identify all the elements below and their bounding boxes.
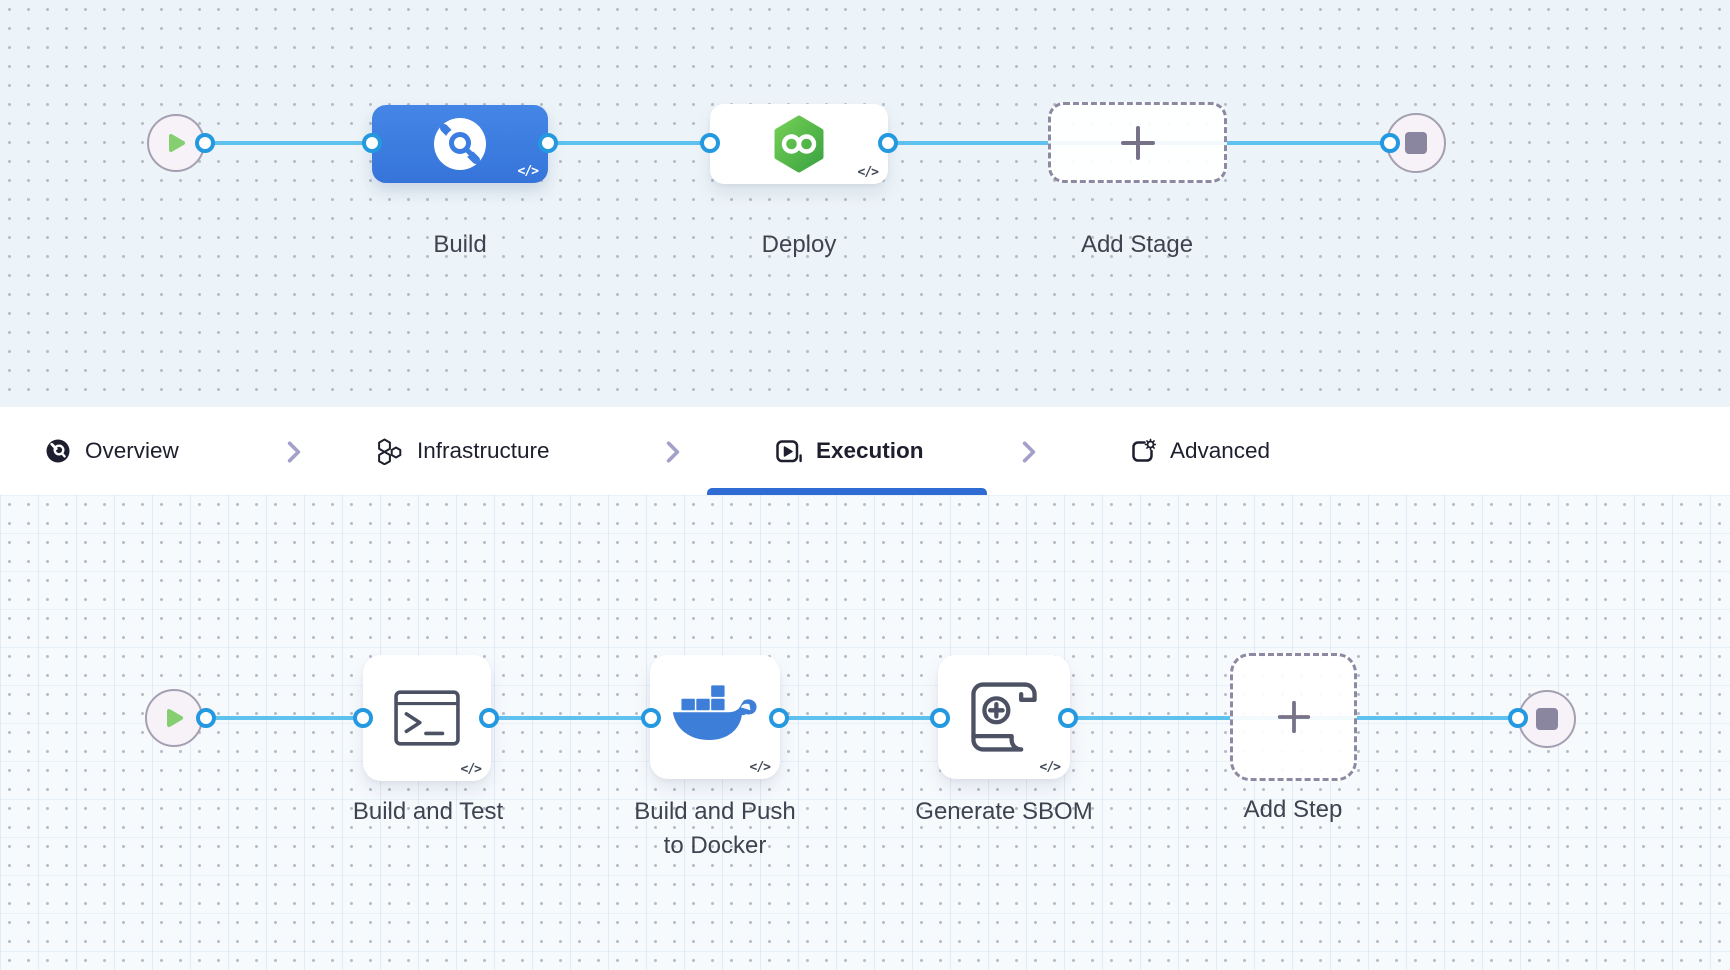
connection-point[interactable] [362,133,382,153]
infrastructure-icon [378,438,402,465]
step-label-add-step: Add Step [1243,796,1343,823]
code-view-icon[interactable]: </> [749,760,772,775]
connection-point[interactable] [538,133,558,153]
connection-point[interactable] [769,708,789,728]
stop-icon [1536,708,1558,730]
step-label-build-and-test: Build and Test [352,798,504,825]
add-stage-button[interactable] [1048,102,1227,183]
connector-edge [205,141,372,145]
overview-icon [46,439,70,463]
tab-overview[interactable]: Overview [45,407,179,495]
plus-icon [1120,125,1155,160]
tab-label: Infrastructure [417,438,550,463]
connection-point[interactable] [700,133,720,153]
advanced-icon [1132,438,1156,462]
tab-label: Execution [816,438,924,463]
steps-start-node[interactable] [145,689,203,747]
code-view-icon[interactable]: </> [1039,760,1062,775]
pipeline-end-node[interactable] [1386,113,1446,173]
play-icon [169,134,185,152]
step-label-generate-sbom: Generate SBOM [915,798,1093,825]
stage-config-tabbar: Overview Infrastructure Execution [0,407,1730,495]
connection-point[interactable] [353,708,373,728]
connection-point[interactable] [1508,708,1528,728]
stage-label-add-stage: Add Stage [1080,231,1194,258]
add-step-button[interactable] [1230,653,1357,781]
connection-point[interactable] [479,708,499,728]
step-card-generate-sbom[interactable]: </> [938,655,1070,779]
step-card-build-and-push-docker[interactable]: </> [650,655,780,779]
chevron-right-icon [287,441,301,463]
connector-edge [779,716,940,720]
run-script-icon [394,690,460,746]
connection-point[interactable] [878,133,898,153]
connection-point[interactable] [195,133,215,153]
stage-label-build: Build [433,231,487,258]
tab-infrastructure[interactable]: Infrastructure [375,407,550,495]
tab-execution[interactable]: Execution [775,407,924,495]
code-view-icon[interactable]: </> [857,165,880,180]
stage-label-deploy: Deploy [761,231,837,258]
tab-label: Advanced [1170,438,1271,463]
connection-point[interactable] [641,708,661,728]
chevron-right-icon [666,441,680,463]
ci-build-icon [434,118,486,170]
pipeline-start-node[interactable] [147,114,205,172]
stage-card-build[interactable]: </> [372,105,548,183]
sbom-scroll-icon [971,682,1037,752]
execution-steps-canvas: </> Build and Test </> Build and Push to… [0,495,1730,970]
tab-label: Overview [85,438,179,463]
docker-whale-icon [672,685,757,740]
step-card-build-and-test[interactable]: </> [363,655,491,781]
stage-pipeline-canvas: </> Build </> Deploy Add Stage [0,0,1730,407]
active-tab-underline [707,488,987,495]
play-icon [167,709,183,727]
plus-icon [1277,700,1310,734]
step-label-build-and-push-docker: Build and Push to Docker [634,798,796,859]
connector-edge [489,716,651,720]
code-view-icon[interactable]: </> [517,164,540,179]
connection-point[interactable] [196,708,216,728]
cd-deploy-icon [774,115,824,173]
execution-icon [776,439,802,462]
connection-point[interactable] [1380,133,1400,153]
connector-edge [548,141,710,145]
connection-point[interactable] [930,708,950,728]
stop-icon [1405,132,1427,154]
tab-advanced[interactable]: Advanced [1129,407,1270,495]
connection-point[interactable] [1058,708,1078,728]
chevron-right-icon [1022,441,1036,463]
connector-edge [206,716,363,720]
code-view-icon[interactable]: </> [460,762,483,777]
stage-card-deploy[interactable]: </> [710,104,888,184]
